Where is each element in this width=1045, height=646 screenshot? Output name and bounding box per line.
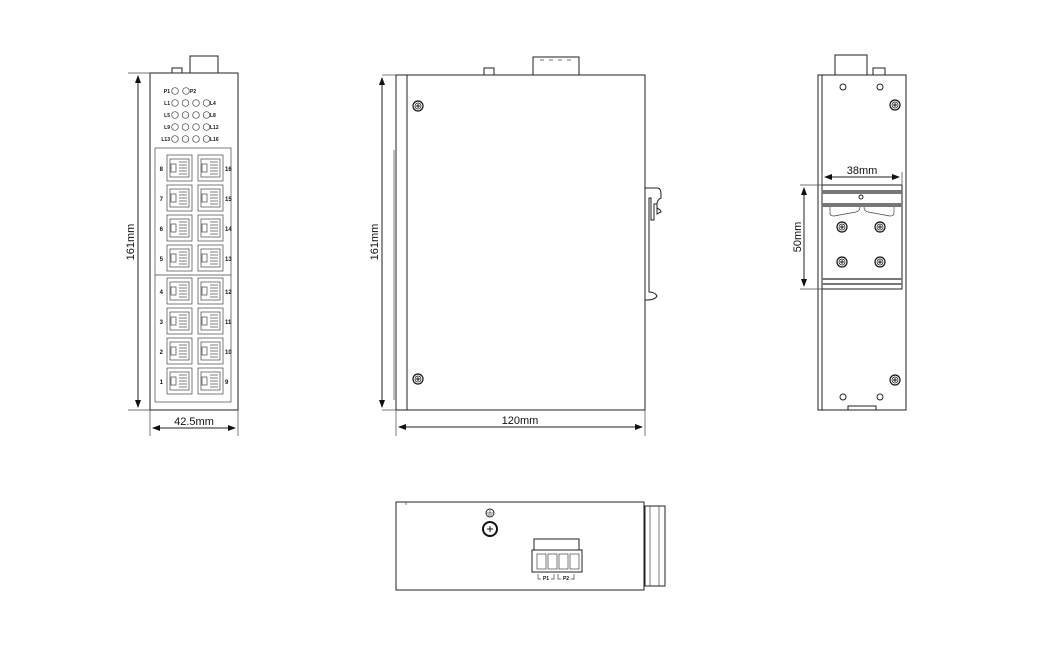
- led-label-p2: P2: [190, 89, 196, 95]
- port-label: 10: [225, 350, 232, 356]
- led-label: L16: [210, 137, 219, 143]
- terminal-label-p2: P2: [563, 576, 569, 582]
- rj45-port-icon: [166, 277, 193, 305]
- front-width-label: 42.5mm: [174, 416, 214, 428]
- rj45-port-icon: [197, 154, 224, 182]
- screw-icon: [889, 99, 901, 111]
- front-connector-top: [189, 55, 219, 74]
- port-label: 4: [160, 290, 164, 296]
- led-indicator: [171, 135, 179, 143]
- led-indicator: [181, 135, 190, 143]
- din-clip: [645, 187, 662, 301]
- port-label: 13: [225, 257, 232, 263]
- front-reset-button: [171, 67, 183, 74]
- front-height-label: 161mm: [125, 224, 137, 261]
- screw-icon: [874, 256, 886, 268]
- screw-icon: [836, 256, 848, 268]
- port-label: 1: [160, 380, 164, 386]
- port-label: 15: [225, 197, 232, 203]
- led-indicator: [171, 99, 179, 107]
- rj45-port-icon: [166, 367, 193, 395]
- rj45-port-icon: [197, 307, 224, 335]
- screw-icon: [889, 374, 901, 386]
- led-indicator: [192, 99, 200, 107]
- ground-symbol-icon: [485, 508, 495, 518]
- port-label: 11: [225, 320, 232, 326]
- front-body: [149, 72, 239, 411]
- rj45-port-icon: [197, 337, 224, 365]
- rj45-port-icon: [197, 214, 224, 242]
- din-height-label: 50mm: [792, 222, 804, 253]
- led-label-p1: P1: [164, 89, 170, 95]
- port-label: 12: [225, 290, 232, 296]
- led-label: L8: [210, 113, 216, 119]
- port-label: 7: [160, 197, 164, 203]
- port-label: 9: [225, 380, 229, 386]
- din-width-label: 38mm: [847, 165, 878, 177]
- led-label: L4: [210, 101, 216, 107]
- screw-icon: [874, 221, 886, 233]
- screw-icon: [836, 221, 848, 233]
- led-indicator: [181, 99, 190, 107]
- port-label: 2: [160, 350, 164, 356]
- rj45-port-icon: [166, 307, 193, 335]
- led-indicator: [202, 123, 211, 131]
- rj45-port-icon: [166, 214, 193, 242]
- rear-view: 38mm 50mm: [792, 54, 907, 411]
- side-body: [395, 74, 646, 411]
- led-indicator: [192, 123, 200, 131]
- port-label: 14: [225, 227, 232, 233]
- led-indicator: [202, 135, 211, 143]
- led-label: L9: [164, 125, 170, 131]
- side-height-label: 161mm: [369, 224, 381, 261]
- led-label: L5: [164, 113, 170, 119]
- din-rail-bracket: [821, 184, 903, 290]
- led-indicator: [171, 111, 179, 119]
- ground-screw-icon: [482, 521, 498, 537]
- port-label: 3: [160, 320, 164, 326]
- rj45-port-icon: [197, 367, 224, 395]
- led-indicator: [181, 123, 190, 131]
- bottom-body: [395, 501, 645, 591]
- port-grid: 8 16 7 15 6 14 5 13 4 12 3 11 2 10 1 9: [160, 154, 232, 395]
- port-label: 16: [225, 167, 232, 173]
- terminal-label-p1: P1: [543, 576, 549, 582]
- led-indicator: [182, 87, 190, 95]
- rj45-port-icon: [197, 277, 224, 305]
- side-depth-label: 120mm: [502, 415, 539, 427]
- led-label: L1: [164, 101, 170, 107]
- port-label: 8: [160, 167, 164, 173]
- bottom-view: P1 P2: [395, 501, 666, 591]
- rj45-port-icon: [166, 244, 193, 272]
- side-view: 161mm 120mm: [369, 56, 662, 436]
- power-terminal-block: [531, 538, 583, 573]
- led-label: L13: [161, 137, 170, 143]
- led-indicator: [192, 135, 200, 143]
- led-indicator: [202, 99, 211, 107]
- port-label: 5: [160, 257, 164, 263]
- rj45-port-icon: [166, 184, 193, 212]
- screw-icon: [412, 373, 424, 385]
- led-indicator: [181, 111, 190, 119]
- rj45-port-icon: [166, 154, 193, 182]
- led-indicator: [192, 111, 200, 119]
- port-label: 6: [160, 227, 164, 233]
- rj45-port-icon: [197, 184, 224, 212]
- led-indicator: [171, 87, 179, 95]
- screw-icon: [412, 100, 424, 112]
- led-indicator: [202, 111, 211, 119]
- led-label: L12: [210, 125, 219, 131]
- rj45-port-icon: [166, 337, 193, 365]
- rear-body: [817, 74, 907, 411]
- rj45-port-icon: [197, 244, 224, 272]
- led-indicator: [171, 123, 179, 131]
